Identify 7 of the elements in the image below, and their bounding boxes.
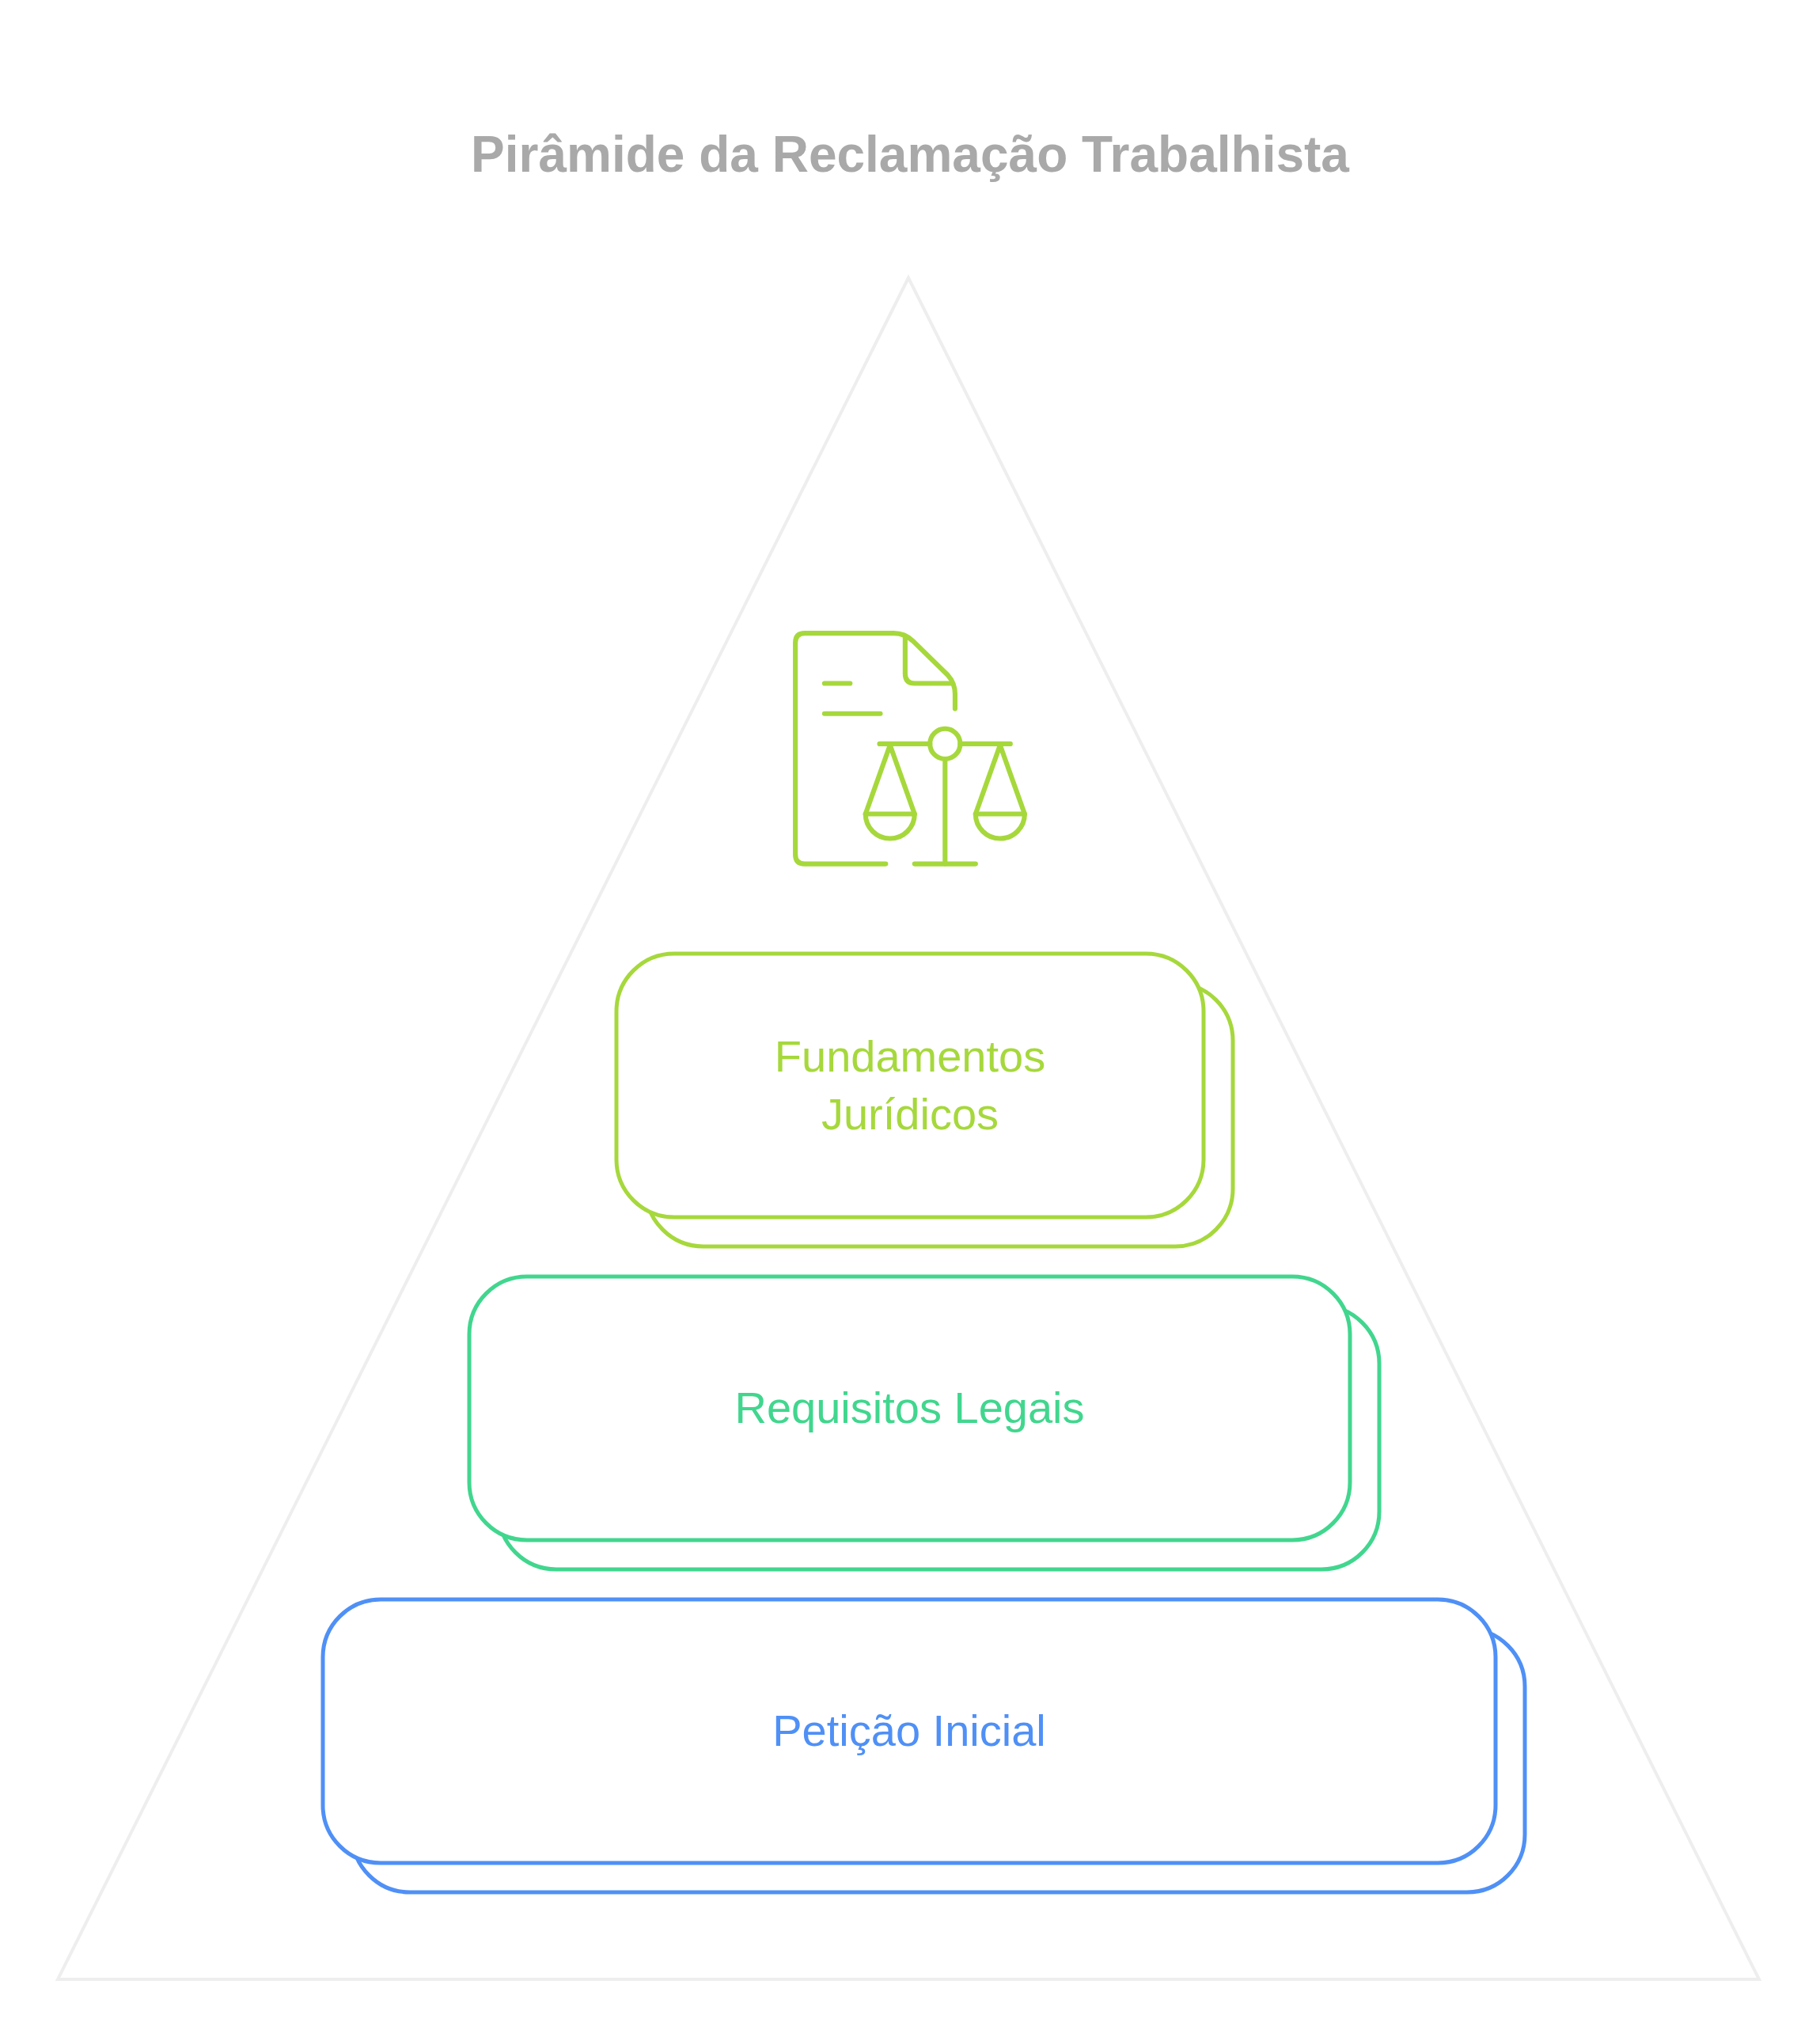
level-label: Requisitos Legais <box>734 1382 1085 1435</box>
stacked-level-card <box>319 1595 1529 1896</box>
level-label: Petição Inicial <box>772 1705 1046 1758</box>
level-label: Fundamentos Jurídicos <box>773 1030 1047 1140</box>
diagram-title: Pirâmide da Reclamação Trabalhista <box>471 127 1349 183</box>
stacked-level-card <box>465 1273 1383 1573</box>
stacked-level-card <box>612 950 1237 1250</box>
